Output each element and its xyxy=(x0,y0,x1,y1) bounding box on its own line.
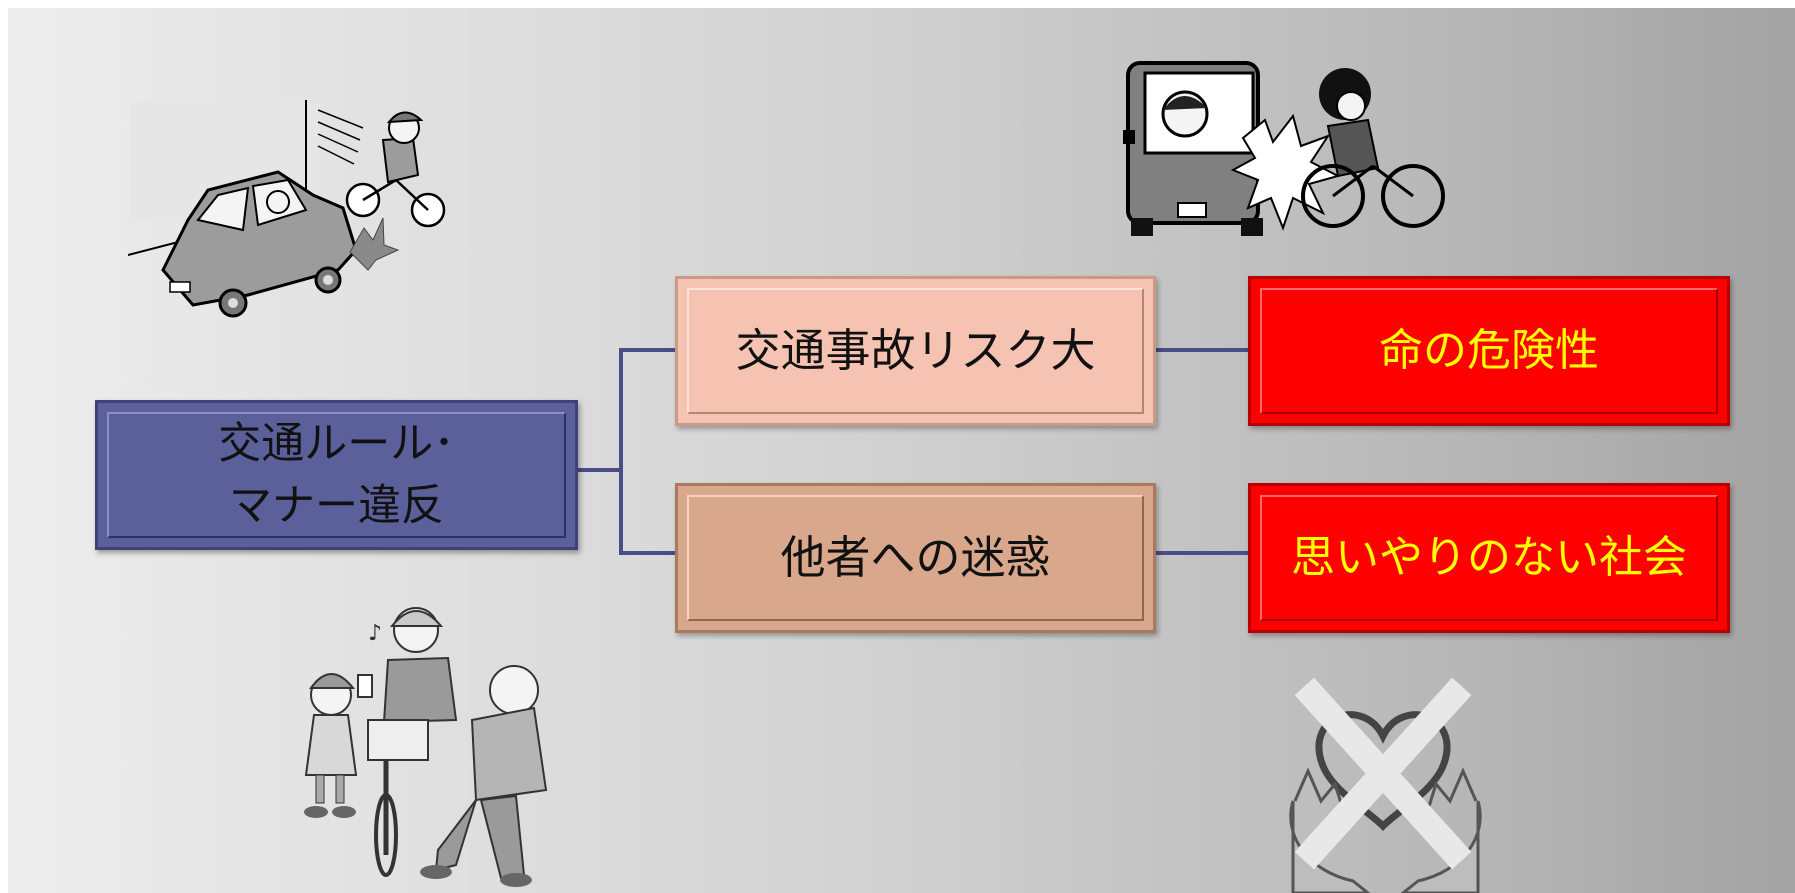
bicycle-car-crash-icon xyxy=(1123,61,1445,236)
outcome-label-thoughtless-society: 思いやりのない社会 xyxy=(1291,532,1687,584)
branch-box-nuisance: 他者への迷惑 xyxy=(675,483,1156,633)
root-box-text: 交通ルール･ マナー違反 xyxy=(218,413,455,538)
root-box-traffic-violation: 交通ルール･ マナー違反 xyxy=(95,400,578,550)
svg-text:♪: ♪ xyxy=(368,621,382,646)
outcome-box-danger-to-life: 命の危険性 xyxy=(1248,276,1730,426)
connector-lines xyxy=(578,348,1248,555)
outcome-box-thoughtless-society: 思いやりのない社会 xyxy=(1248,483,1730,633)
root-line-2: マナー違反 xyxy=(229,481,444,531)
branch-label-accident-risk: 交通事故リスク大 xyxy=(735,324,1096,378)
branch-label-nuisance: 他者への迷惑 xyxy=(780,531,1051,585)
slide: 交通ルール･ マナー違反 交通事故リスク大 他者への迷惑 命の危険性 思いやりの… xyxy=(8,8,1795,893)
smartphone-cyclist-pedestrians-icon: ♪ xyxy=(304,607,548,887)
root-line-1: 交通ルール･ xyxy=(218,418,455,469)
branch-box-accident-risk: 交通事故リスク大 xyxy=(675,276,1156,426)
car-bicycle-collision-icon xyxy=(128,100,446,318)
outcome-label-danger-to-life: 命の危険性 xyxy=(1379,325,1599,377)
crossed-heart-hands-icon xyxy=(1289,677,1482,893)
